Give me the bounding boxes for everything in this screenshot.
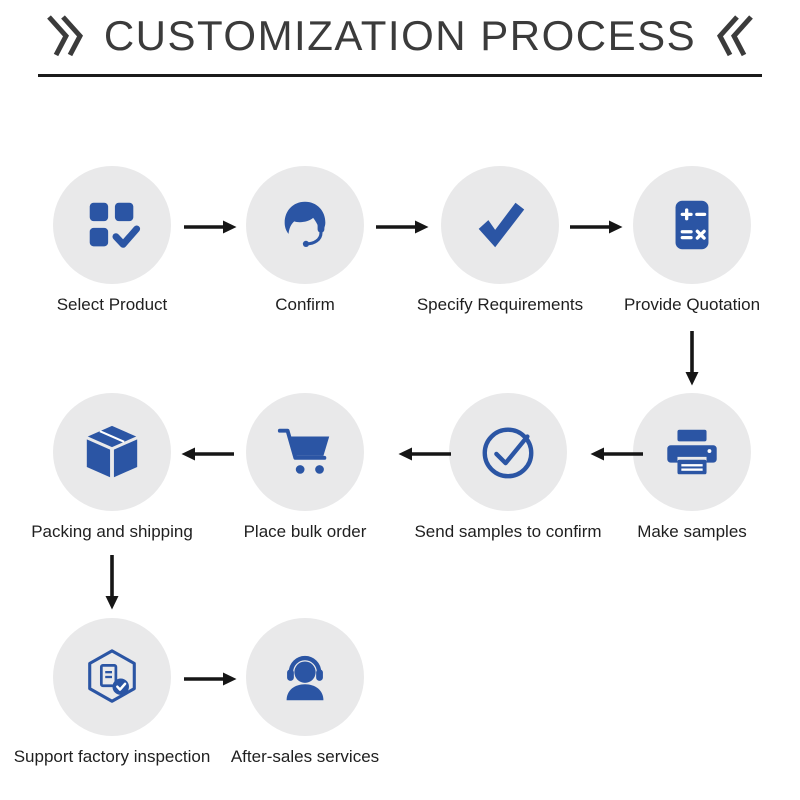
step-circle [53, 166, 171, 284]
arrow-down-icon [105, 555, 119, 610]
arrow-left-icon [590, 447, 643, 461]
step-circle [633, 393, 751, 511]
arrow-right-icon [570, 220, 623, 234]
factory-inspection-icon [88, 649, 136, 703]
step-packing-and-shipping: Packing and shipping [12, 393, 212, 543]
page-header: CUSTOMIZATION PROCESS [0, 12, 800, 60]
step-specify-requirements: Specify Requirements [400, 166, 600, 316]
step-send-samples-to-confirm: Send samples to confirm [408, 393, 608, 543]
step-place-bulk-order: Place bulk order [205, 393, 405, 543]
step-support-factory-inspection: Support factory inspection [12, 618, 212, 768]
step-circle [633, 166, 751, 284]
step-label: Make samples [637, 522, 747, 541]
arrow-right-icon [376, 220, 429, 234]
step-label: Support factory inspection [13, 747, 211, 766]
page-title: CUSTOMIZATION PROCESS [103, 12, 697, 59]
step-label: Packing and shipping [31, 522, 193, 541]
step-label: Provide Quotation [623, 295, 761, 314]
shopping-cart-icon [277, 428, 330, 474]
step-label: After-sales services [230, 747, 380, 766]
printer-icon [667, 429, 717, 475]
step-label: Confirm [275, 295, 335, 314]
step-circle [246, 618, 364, 736]
step-make-samples: Make samples [592, 393, 792, 543]
circle-check-icon [482, 427, 534, 479]
step-circle [53, 393, 171, 511]
step-circle [449, 393, 567, 511]
package-box-icon [86, 425, 138, 478]
arrow-down-icon [685, 331, 699, 386]
step-provide-quotation: Provide Quotation [592, 166, 792, 316]
double-chevron-left-icon [717, 15, 754, 57]
step-label: Place bulk order [243, 522, 367, 541]
calculator-icon [675, 200, 709, 250]
step-circle [246, 166, 364, 284]
step-circle [441, 166, 559, 284]
arrow-right-icon [184, 220, 237, 234]
step-select-product: Select Product [12, 166, 212, 316]
support-agent-icon [284, 201, 326, 247]
double-chevron-right-icon [46, 15, 83, 57]
step-confirm: Confirm [205, 166, 405, 316]
step-circle [53, 618, 171, 736]
product-grid-icon [89, 202, 141, 248]
title-underline [38, 74, 762, 77]
step-after-sales-services: After-sales services [205, 618, 405, 768]
arrow-left-icon [181, 447, 234, 461]
arrow-left-icon [398, 447, 451, 461]
headset-person-icon [286, 656, 324, 701]
arrow-right-icon [184, 672, 237, 686]
step-label: Specify Requirements [416, 295, 584, 314]
step-label: Select Product [56, 295, 168, 314]
step-label: Send samples to confirm [414, 522, 602, 541]
step-circle [246, 393, 364, 511]
checkmark-icon [478, 202, 525, 248]
